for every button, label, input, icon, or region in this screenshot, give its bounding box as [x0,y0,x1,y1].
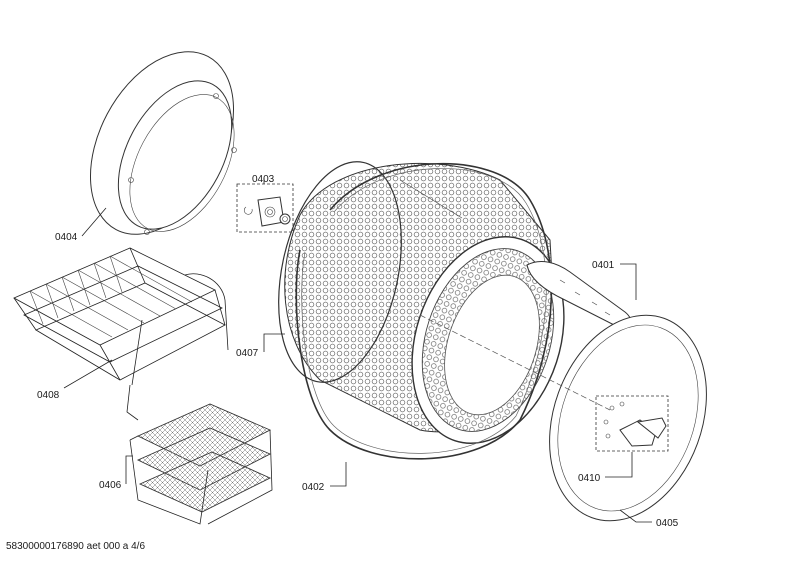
callout-0401: 0401 [592,260,615,271]
callout-0405: 0405 [656,518,679,529]
drum-part [278,161,565,444]
callout-0410: 0410 [578,473,601,484]
rear-cover-part [549,314,707,522]
shaft-hub-part [595,395,669,452]
callout-0408: 0408 [37,390,60,401]
callout-0403: 0403 [252,174,275,185]
drum-seal-part [295,162,553,460]
drying-shelf-part [129,403,273,525]
callout-0402: 0402 [302,482,325,493]
leader-lines [63,178,652,523]
callout-0404: 0404 [55,232,78,243]
wire-rack-part [13,247,229,421]
door-ring-part [89,51,237,235]
callout-0406: 0406 [99,480,122,491]
document-footer-id: 58300000176890 aet 000 a 4/6 [6,541,146,552]
callout-0407: 0407 [236,348,259,359]
flange-kit-part [236,183,294,233]
